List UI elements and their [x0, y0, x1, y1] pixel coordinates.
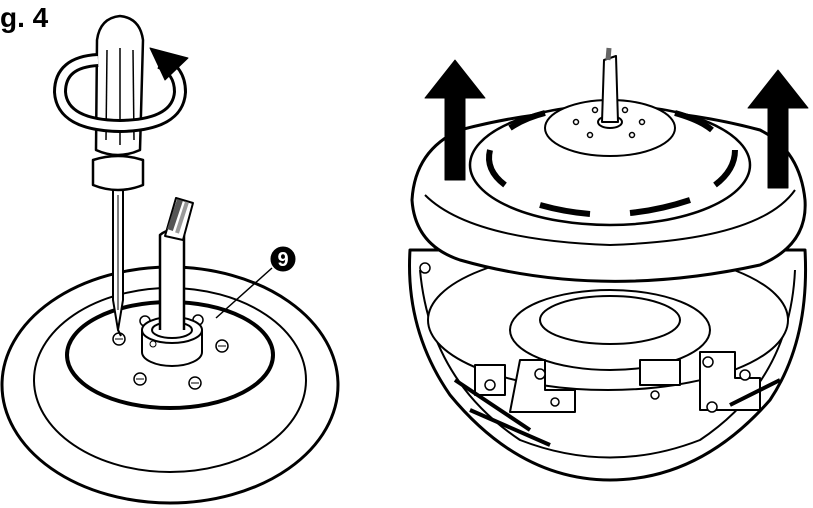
- figure-label: g. 4: [0, 2, 49, 33]
- downrod-pipe: [158, 228, 186, 330]
- callout-number: 9: [277, 249, 288, 271]
- right-wire-bundle: [601, 55, 619, 123]
- left-assembly: 9: [0, 14, 340, 505]
- set-screw: [149, 340, 157, 348]
- callout-9: 9: [270, 246, 296, 272]
- canopy-dash-marks: [486, 110, 738, 217]
- right-assembly: [408, 47, 809, 482]
- housing-screws: [419, 262, 751, 413]
- rotate-arrow-icon: [53, 47, 189, 133]
- arrow-up-icon-right: [747, 69, 809, 189]
- plate-screws: [112, 314, 229, 390]
- arrow-up-icon-left: [424, 59, 486, 181]
- screwdriver-ferrule: [91, 154, 145, 192]
- callout-leader: [215, 267, 273, 319]
